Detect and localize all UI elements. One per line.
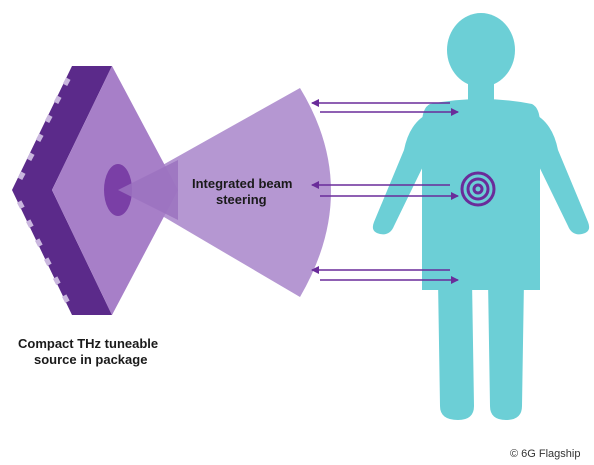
- arrow-pair-middle: [311, 181, 459, 200]
- arrow-pair-top: [311, 99, 459, 116]
- arrow-pair-bottom: [311, 266, 459, 284]
- copyright-credit: © 6G Flagship: [510, 448, 580, 460]
- beam-steering-label-line1: Integrated beam: [192, 176, 292, 191]
- source-label-line1: Compact THz tuneable: [18, 336, 158, 351]
- source-label-line2: source in package: [34, 352, 147, 367]
- beam-steering-label-line2: steering: [216, 192, 267, 207]
- chip-pins: [16, 77, 71, 303]
- thz-chip-icon: [12, 66, 178, 315]
- person-icon: [372, 13, 590, 420]
- target-icon: [460, 171, 496, 207]
- beam-cone-icon: [118, 88, 331, 297]
